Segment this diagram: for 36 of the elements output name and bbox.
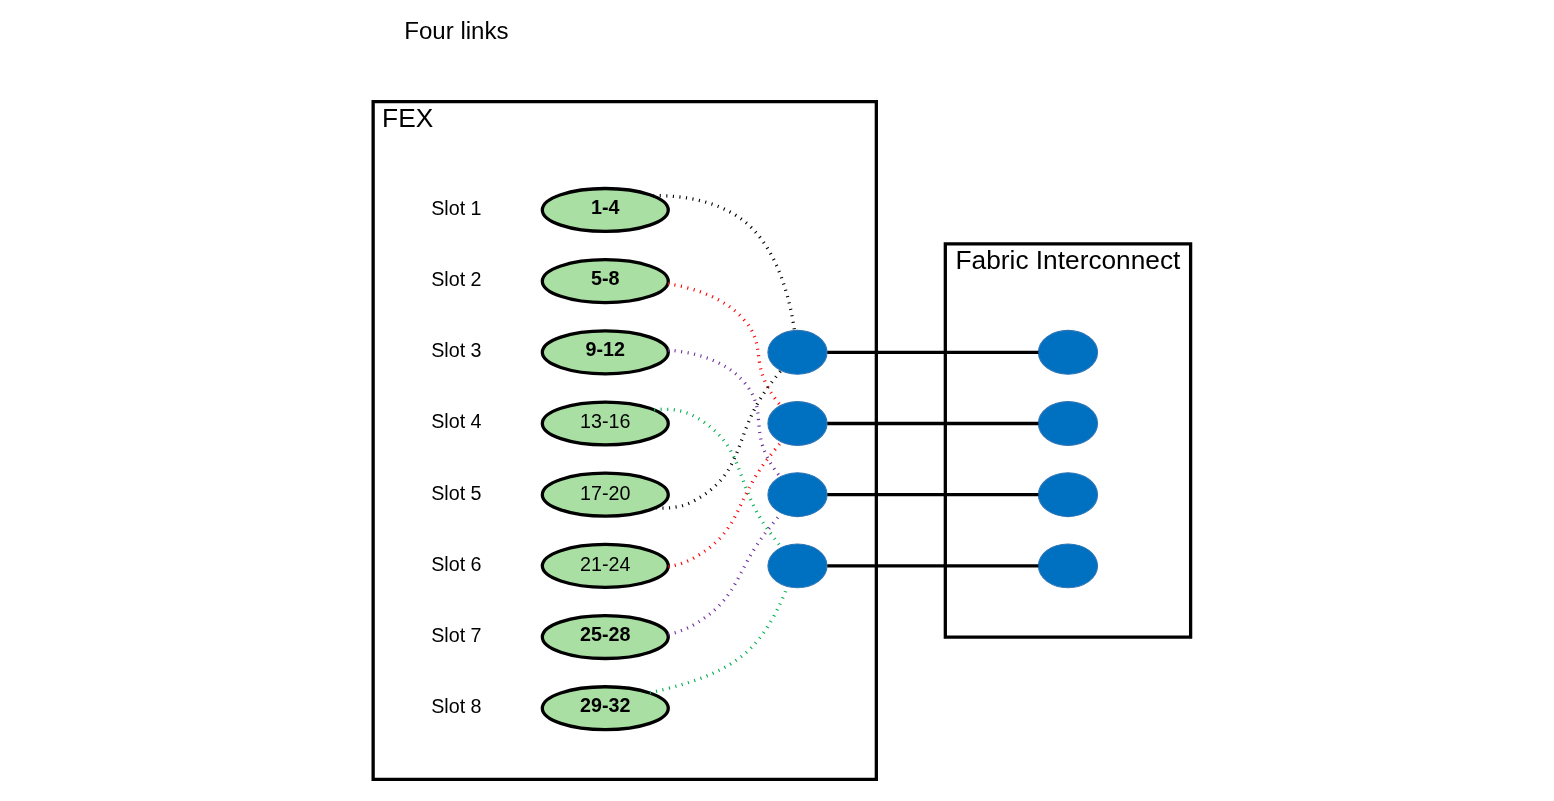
node-ellipse: 5-8 (540, 258, 670, 305)
node-ellipse: 9-12 (540, 329, 670, 376)
connector (667, 512, 783, 637)
node-circle (766, 401, 828, 446)
connector (652, 194, 796, 331)
connector (667, 348, 782, 478)
node-ellipse: 21-24 (540, 542, 670, 589)
node-ellipse: 25-28 (540, 613, 670, 661)
node-label: Slot 7 (430, 623, 482, 646)
node-label: Slot 4 (430, 410, 482, 433)
connector (655, 369, 782, 510)
node-label: Slot 2 (430, 267, 482, 290)
connector (826, 493, 1038, 497)
node-circle (766, 543, 828, 589)
node-circle (766, 472, 828, 518)
node-circle (1037, 401, 1098, 446)
node-circle (766, 329, 828, 375)
node-circle (1037, 472, 1098, 518)
node-label: Slot 8 (430, 695, 482, 718)
connector (826, 421, 1038, 426)
node-label: Slot 3 (430, 339, 482, 362)
connector (826, 564, 1038, 568)
connector (667, 440, 782, 569)
node-ellipse: 1-4 (540, 186, 670, 234)
node-circle (1037, 329, 1098, 375)
node-label: Slot 5 (430, 481, 482, 504)
node-ellipse: 29-32 (540, 685, 670, 732)
node-label: Slot 1 (430, 196, 482, 219)
node-ellipse: 17-20 (540, 471, 670, 518)
connector (826, 350, 1038, 354)
node-circle (1037, 543, 1098, 589)
node-ellipse: 13-16 (540, 400, 670, 447)
node-label: Slot 6 (430, 552, 482, 575)
label: Four links (403, 16, 509, 44)
connector (667, 282, 782, 407)
cluster: Fabric Interconnect (943, 242, 1192, 639)
